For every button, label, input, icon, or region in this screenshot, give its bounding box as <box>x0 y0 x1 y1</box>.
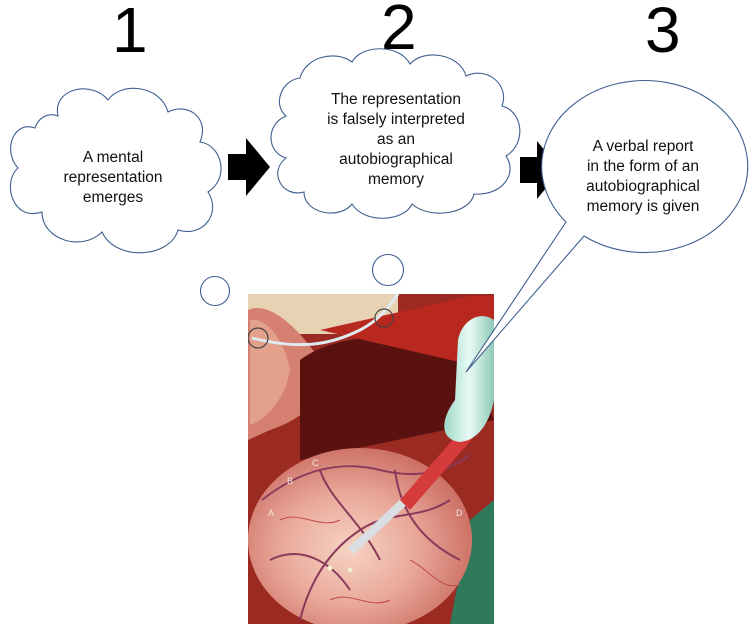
cloud-2-line-5: memory <box>368 171 424 188</box>
arrow-right-icon-2 <box>520 141 561 199</box>
step-3-number: 3 <box>645 0 681 66</box>
cloud-1-line-1: A mental <box>83 149 143 166</box>
thought-bubble-small <box>199 275 231 307</box>
suction-tube <box>444 316 494 442</box>
cloud-2-line-1: The representation <box>331 91 461 108</box>
electrode-label-a: A <box>268 508 274 518</box>
cloud-1-line-3: emerges <box>83 189 144 206</box>
speech-3-line-4: memory is given <box>587 198 700 215</box>
speech-bubble-3 <box>465 79 749 373</box>
thought-bubble-large <box>371 253 405 287</box>
stimulation-probe <box>348 494 412 554</box>
speech-3-text: A verbal report in the form of an autobi… <box>586 138 700 215</box>
speech-3-line-3: autobiographical <box>586 178 700 195</box>
surgery-photo: A B C D <box>248 294 494 624</box>
electrode-wire <box>251 294 400 347</box>
electrode-label-c: C <box>312 458 319 468</box>
cloud-2-text: The representation is falsely interprete… <box>327 91 465 188</box>
cloud-2-line-3: as an <box>377 131 415 148</box>
arrow-right-icon-1 <box>228 138 270 196</box>
cloud-1-text: A mental representation emerges <box>63 149 162 206</box>
electrode-label-d: D <box>456 508 463 518</box>
cloud-1-line-2: representation <box>63 169 162 186</box>
wire-marker-1 <box>248 327 269 349</box>
electrode-label-b: B <box>287 476 293 486</box>
speech-3-line-2: in the form of an <box>587 158 699 175</box>
cloud-2-line-2: is falsely interpreted <box>327 111 465 128</box>
wire-marker-2 <box>374 308 394 328</box>
cloud-2 <box>270 48 521 219</box>
cloud-2-line-4: autobiographical <box>339 151 453 168</box>
step-1-number: 1 <box>112 0 148 66</box>
speech-3-line-1: A verbal report <box>593 138 694 155</box>
cloud-1 <box>9 87 222 254</box>
